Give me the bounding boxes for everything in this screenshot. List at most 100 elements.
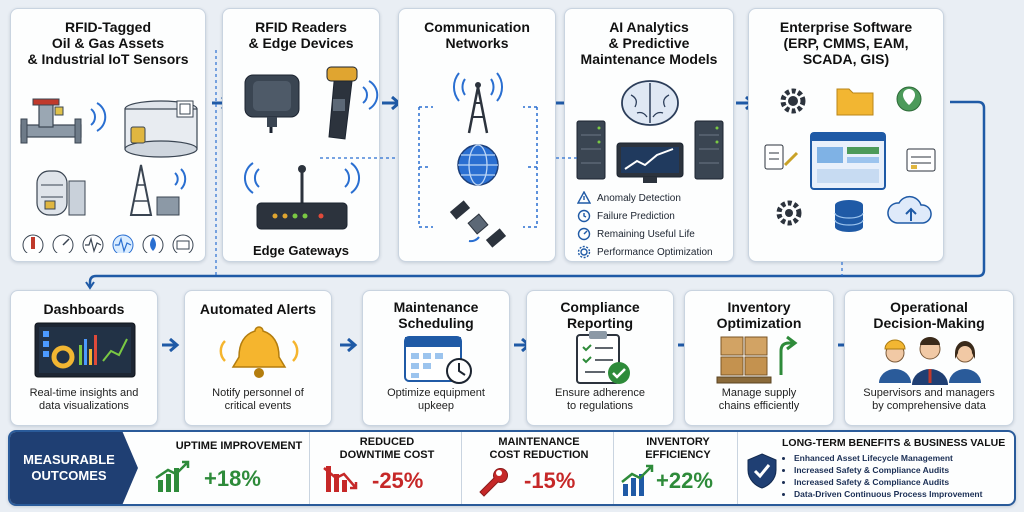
app-title: Inventory Optimization [716,299,802,331]
app-arrow-1 [162,338,180,352]
brain-icon [621,80,679,126]
metric-label: MAINTENANCE COST REDUCTION [489,436,589,461]
stage-enterprise-card: Enterprise Software (ERP, CMMS, EAM, SCA… [748,8,944,262]
app-title: Automated Alerts [199,301,317,317]
database-icon [834,200,864,232]
stage-readers-title: RFID Readers & Edge Devices [248,19,354,51]
warning-icon [577,191,591,204]
folder-icon [836,88,874,116]
sensor-icons-row [22,234,194,253]
ai-capability-list: Anomaly Detection Failure Prediction Rem… [577,189,713,261]
compliance-clipboard-icon [576,331,630,384]
app-card-decision: Operational Decision-Making Supervisors … [844,290,1014,426]
app-card-dashboards: Dashboards Real-time insights and data v… [10,290,158,426]
metric-label: UPTIME IMPROVEMENT [175,440,303,452]
server-rack-left-icon [576,120,606,180]
ai-item-failure: Failure Prediction [577,207,713,225]
storage-tank-icon [124,100,198,158]
ai-item-label: Performance Optimization [597,246,713,258]
globe-icon [457,144,499,186]
enterprise-software-illustration [764,86,936,232]
wrench-icon [479,468,508,497]
metric-maintenance-cost: MAINTENANCE COST REDUCTION -15% [464,432,614,504]
metric-value: -25% [372,468,424,493]
clock-icon [577,209,591,223]
trend-monitor-icon [616,142,684,183]
app-desc: Notify personnel of critical events [212,387,304,412]
benefits-title: LONG-TERM BENEFITS & BUSINESS VALUE [782,437,1006,449]
metric-label: INVENTORY EFFICIENCY [645,436,711,461]
map-pin-icon [896,86,922,112]
benefit-item: Increased Safety & Compliance Audits [794,464,982,476]
gear-icon [577,245,591,259]
dashboard-monitor-icon [34,322,136,378]
stage-assets-card: RFID-Tagged Oil & Gas Assets & Industria… [10,8,206,262]
calendar-clock-icon [404,336,472,384]
manager-person-icon [912,337,948,385]
inventory-boxes-icon [716,335,798,384]
metric-downtime-cost: REDUCED DOWNTIME COST -25% [312,432,462,504]
trend-up-bars-icon [621,464,654,496]
edge-gateway-icon [244,162,360,230]
ai-item-anomaly: Anomaly Detection [577,189,713,207]
outcomes-heading-block: MEASURABLE OUTCOMES [10,432,138,504]
stage-readers-card: RFID Readers & Edge Devices Edge Gatew [222,8,380,262]
pipeline-valve-icon [20,98,82,144]
benefits-list: Enhanced Asset Lifecycle Management Incr… [794,452,982,500]
app-desc: Optimize equipment upkeep [387,387,485,412]
shield-check-icon [747,453,777,489]
ai-item-label: Failure Prediction [597,210,675,222]
benefit-item: Enhanced Asset Lifecycle Management [794,452,982,464]
outcomes-panel: MEASURABLE OUTCOMES UPTIME IMPROVEMENT +… [8,430,1016,506]
gear-cluster-icon [776,200,802,226]
oil-gas-assets-illustration [20,98,198,253]
ai-item-label: Anomaly Detection [597,192,681,204]
app-title: Maintenance Scheduling [393,299,479,331]
outcomes-heading: MEASURABLE OUTCOMES [23,452,115,483]
app-card-alerts: Automated Alerts Notify personnel of cri… [184,290,332,426]
app-card-inventory: Inventory Optimization Manage supply cha… [684,290,834,426]
stage-ai-card: AI Analytics & Predictive Maintenance Mo… [564,8,734,262]
metric-uptime: UPTIME IMPROVEMENT +18% [150,432,310,504]
app-desc: Supervisors and managers by comprehensiv… [863,387,995,412]
ai-item-label: Remaining Useful Life [597,228,695,240]
metric-value: +18% [204,466,261,491]
network-illustration [418,72,538,248]
ai-analytics-illustration [576,80,724,183]
dashboard-window-icon [810,132,886,190]
app-title: Compliance Reporting [560,299,640,331]
app-desc: Real-time insights and data visualizatio… [29,387,139,412]
server-rack-right-icon [694,120,724,180]
fixed-rfid-reader-icon [244,74,300,133]
refinery-icon [36,170,86,216]
checklist-icon [764,144,799,170]
metric-inventory-efficiency: INVENTORY EFFICIENCY +22% [616,432,738,504]
gear-icon [780,88,806,114]
ai-item-rul: Remaining Useful Life [577,225,713,243]
app-title: Dashboards [43,301,125,317]
supervisor-person-icon [949,341,981,383]
app-title: Operational Decision-Making [873,299,985,331]
app-desc: Manage supply chains efficiently [718,387,800,412]
stage-networks-title: Communication Networks [424,19,530,51]
app-desc: Ensure adherence to regulations [555,387,645,412]
satellite-icon [449,200,507,248]
app-card-maintenance: Maintenance Scheduling Optimize equipmen… [362,290,510,426]
cell-tower-icon [452,72,504,134]
handheld-reader-icon [326,66,358,140]
metric-value: -15% [524,468,576,493]
stage-assets-title: RFID-Tagged Oil & Gas Assets & Industria… [27,19,189,67]
benefit-item: Data-Driven Continuous Process Improveme… [794,488,982,500]
trend-up-chart-icon [155,460,190,492]
benefits-block: LONG-TERM BENEFITS & BUSINESS VALUE Enha… [742,432,1014,504]
trend-down-chart-icon [323,466,358,492]
app-arrow-2 [340,338,358,352]
metric-label: REDUCED DOWNTIME COST [339,436,435,461]
edge-gateways-label: Edge Gateways [252,243,350,258]
worker-hardhat-icon [879,339,911,383]
metric-value: +22% [656,468,713,493]
stage-networks-card: Communication Networks [398,8,556,262]
app-card-compliance: Compliance Reporting Ensure adherence to… [526,290,674,426]
benefit-item: Increased Safety & Compliance Audits [794,476,982,488]
alert-bell-icon [219,326,299,378]
